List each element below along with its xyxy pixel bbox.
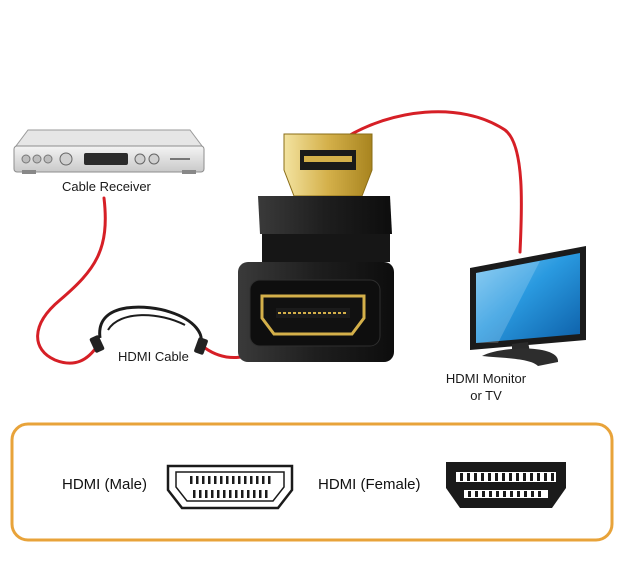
hdmi-female-port-icon	[446, 462, 566, 508]
legend-box	[10, 422, 614, 542]
cable-receiver-to-hdmi-cable	[36, 196, 107, 365]
cable-receiver-icon	[13, 129, 205, 174]
monitor-icon	[470, 246, 586, 366]
legend-male-label: HDMI (Male)	[62, 476, 147, 493]
legend-female-label: HDMI (Female)	[318, 476, 421, 493]
cable-receiver-label: Cable Receiver	[62, 179, 151, 194]
hdmi-monitor-label-line1: HDMI Monitor	[445, 371, 527, 386]
cable-adapter-to-monitor	[343, 110, 523, 254]
hdmi-cable-icon	[89, 305, 208, 355]
hdmi-monitor-label: HDMI Monitor or TV	[434, 370, 538, 404]
hdmi-male-port-icon	[166, 464, 294, 510]
hdmi-right-angle-adapter-icon	[238, 133, 394, 362]
hdmi-cable-label: HDMI Cable	[118, 349, 189, 364]
hdmi-monitor-label-line2: or TV	[470, 388, 502, 403]
